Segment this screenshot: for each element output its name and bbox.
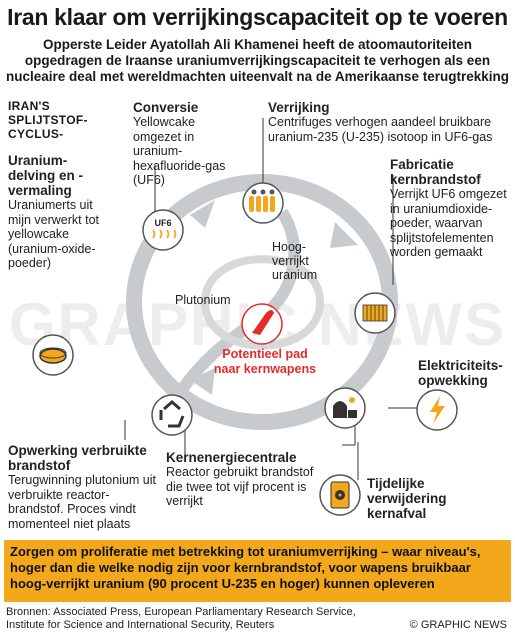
label-potential-path: Potentieel pad naar kernwapens [213, 347, 317, 376]
nuclear-waste-icon [319, 474, 361, 516]
stage-heading: Conversie [133, 100, 199, 115]
label-heu: Hoog-verrijkt uranium [272, 240, 318, 282]
warning-text: Zorgen om proliferatie met betrekking to… [10, 544, 481, 591]
stage-text: Yellowcake omgezet in uranium-hexafluori… [133, 115, 226, 187]
lightning-icon [416, 389, 458, 431]
credit: © GRAPHIC NEWS [409, 619, 507, 631]
stage-conversion: Conversie Yellowcake omgezet in uranium-… [133, 100, 243, 188]
heu-path [265, 208, 301, 315]
conversion-icon: UF6 [142, 209, 184, 251]
sources: Bronnen: Associated Press, European Parl… [6, 606, 356, 631]
stage-fabrication: Fabricatie kernbrandstof Verrijkt UF6 om… [390, 157, 510, 260]
centrifuge-icon [242, 182, 284, 224]
recycle-icon [151, 394, 193, 436]
yellowcake-icon [32, 334, 74, 376]
page-subtitle: Opperste Leider Ayatollah Ali Khamenei h… [6, 37, 509, 84]
stage-heading: Tijdelijke verwijdering kernafval [367, 476, 447, 521]
stage-text: Centrifuges verhogen aandeel bruikbare u… [268, 115, 493, 144]
stage-heading: Verrijking [268, 100, 330, 115]
ring-arrow [190, 368, 215, 395]
stage-heading: Kernenergiecentrale [166, 450, 297, 465]
page-title: Iran klaar om verrijkingscapaciteit op t… [7, 4, 508, 30]
stage-text: Reactor gebruikt brandstof die twee tot … [166, 465, 314, 508]
warning-box [4, 540, 511, 602]
stage-heading: Uranium-delving en -vermaling [8, 153, 84, 198]
stage-text: Verrijkt UF6 omgezet in uraniumdioxide-p… [390, 187, 507, 259]
stage-heading: Elektriciteits-opwekking [418, 358, 503, 388]
label-plutonium: Plutonium [175, 293, 231, 307]
stage-power-plant: Kernenergiecentrale Reactor gebruikt bra… [166, 450, 316, 509]
stage-waste: Tijdelijke verwijdering kernafval [367, 476, 497, 521]
inner-ring [201, 255, 325, 350]
fuel-cycle-diagram: UF6 [32, 118, 458, 516]
ring-arrow [190, 200, 215, 228]
stage-reprocessing: Opwerking verbruikte brandstof Terugwinn… [8, 443, 158, 531]
stage-text: Uraniumerts uit mijn verwerkt tot yellow… [8, 198, 99, 270]
stage-heading: Fabricatie kernbrandstof [390, 157, 481, 187]
stage-enrichment: Verrijking Centrifuges verhogen aandeel … [268, 100, 508, 144]
stage-electricity: Elektriciteits-opwekking [418, 358, 513, 388]
stage-heading: Opwerking verbruikte brandstof [8, 443, 147, 473]
svg-text:UF6: UF6 [154, 218, 171, 228]
ring-arrow [330, 222, 358, 248]
stage-text: Terugwinning plutonium uit verbruikte re… [8, 473, 157, 531]
fuel-rods-icon [354, 292, 396, 334]
weapon-icon [241, 303, 283, 345]
stage-mining: Uranium-delving en -vermaling Uraniumert… [8, 153, 106, 271]
power-plant-icon [324, 387, 366, 429]
cycle-title: IRAN'S SPLIJTSTOF-CYCLUS- [8, 99, 88, 141]
